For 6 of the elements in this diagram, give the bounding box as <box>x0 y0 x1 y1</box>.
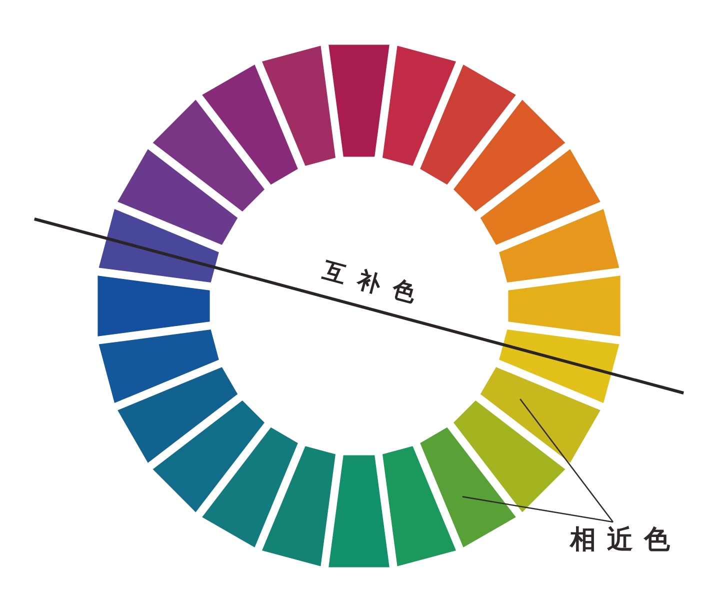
color-segment <box>480 367 600 463</box>
axis-label: 互补色 <box>318 256 430 310</box>
callout-text: 相近色 <box>570 522 681 558</box>
color-segment <box>420 427 516 548</box>
leader-line <box>520 398 614 522</box>
leader-line <box>462 496 614 523</box>
